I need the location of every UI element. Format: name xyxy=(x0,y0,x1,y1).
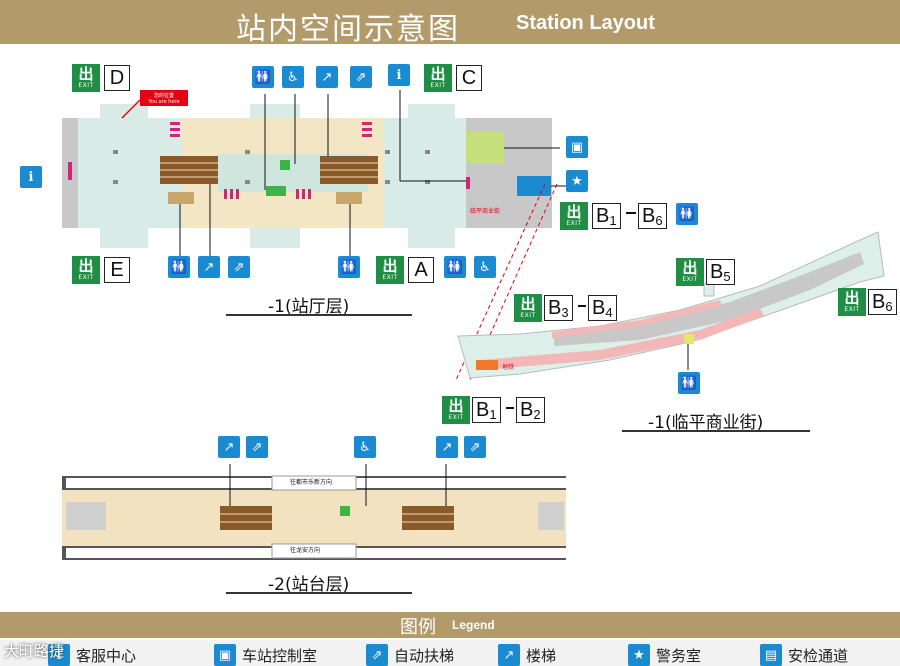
elevator-hall-b xyxy=(280,160,290,170)
escalator-icon-platform: ⇗ xyxy=(246,436,268,458)
legend-item-service-center: ℹ 客服中心 xyxy=(48,644,136,666)
linping-street-map xyxy=(457,231,885,379)
police-icon: ★ xyxy=(566,170,588,192)
control-room xyxy=(517,176,551,196)
watermark: 大町路捷 xyxy=(4,642,65,660)
direction-longan: 往龙安方向 xyxy=(290,547,321,554)
legend-item-stairs: ↗ 楼梯 xyxy=(498,644,556,666)
page-title: 站内空间示意图 xyxy=(236,12,460,47)
service-room xyxy=(466,132,504,164)
stairs-icon-platform-2: ↗ xyxy=(436,436,458,458)
exit-label-c: C xyxy=(456,65,482,91)
station-hall-map xyxy=(62,90,568,256)
legend-item-police: ★ 警务室 xyxy=(628,644,701,666)
exit-label-e: E xyxy=(104,257,130,283)
exit-label-d: D xyxy=(104,65,130,91)
floor-label-street: -1(临平商业街) xyxy=(648,413,764,433)
stairs-icon-e: ↗ xyxy=(198,256,220,278)
header-banner xyxy=(0,0,900,44)
linping-street-tag: 临平商业街 xyxy=(470,208,501,215)
stairs-icon: ↗ xyxy=(316,66,338,88)
legend-row xyxy=(0,640,900,666)
exit-label-a: A xyxy=(408,257,434,283)
control-room-icon: ▣ xyxy=(214,644,236,666)
stairs-icon: ↗ xyxy=(498,644,520,666)
toilet-icon-e: 🚻 xyxy=(168,256,190,278)
escalator-icon-platform-2: ⇗ xyxy=(464,436,486,458)
range-dash xyxy=(626,212,636,214)
legend-item-escalator: ⇗ 自动扶梯 xyxy=(366,644,454,666)
accessible-icon-a: ♿ xyxy=(474,256,496,278)
legend-item-control-room: ▣ 车站控制室 xyxy=(214,644,317,666)
direction-xiangyang: 往都市乐新方向 xyxy=(290,479,333,486)
toilet-icon: 🚻 xyxy=(252,66,274,88)
platform-map xyxy=(62,464,566,560)
security-check-icon: ▤ xyxy=(760,644,782,666)
legend-item-security-check: ▤ 安检通道 xyxy=(760,644,848,666)
control-room-icon: ▣ xyxy=(566,136,588,158)
escalator-icon: ⇗ xyxy=(350,66,372,88)
station-map xyxy=(62,90,885,560)
toilet-icon-b: 🚻 xyxy=(676,203,698,225)
metro-tag: 地铁 xyxy=(502,364,515,371)
legend-title-en: Legend xyxy=(452,618,495,632)
police-icon: ★ xyxy=(628,644,650,666)
toilet-icon-a2: 🚻 xyxy=(444,256,466,278)
floor-label-hall: -1(站厅层) xyxy=(268,297,350,317)
stairs-icon-platform: ↗ xyxy=(218,436,240,458)
accessible-elevator-icon: ♿ xyxy=(282,66,304,88)
floor-label-platform: -2(站台层) xyxy=(268,575,350,595)
page-title-en: Station Layout xyxy=(516,12,655,34)
service-center-icon: ℹ xyxy=(388,64,410,86)
service-center-icon-west: ℹ xyxy=(20,166,42,188)
service-center-icon: ℹ xyxy=(48,644,70,666)
elevator-hall xyxy=(266,186,286,196)
escalator-icon: ⇗ xyxy=(366,644,388,666)
you-are-here-marker: 您的位置 You are here xyxy=(140,90,188,106)
toilet-icon-street: 🚻 xyxy=(678,372,700,394)
legend-bar xyxy=(0,612,900,638)
escalator-icon-e: ⇗ xyxy=(228,256,250,278)
toilet-icon-a: 🚻 xyxy=(338,256,360,278)
legend-title: 图例 xyxy=(400,617,436,638)
accessible-elevator-icon-platform: ♿ xyxy=(354,436,376,458)
